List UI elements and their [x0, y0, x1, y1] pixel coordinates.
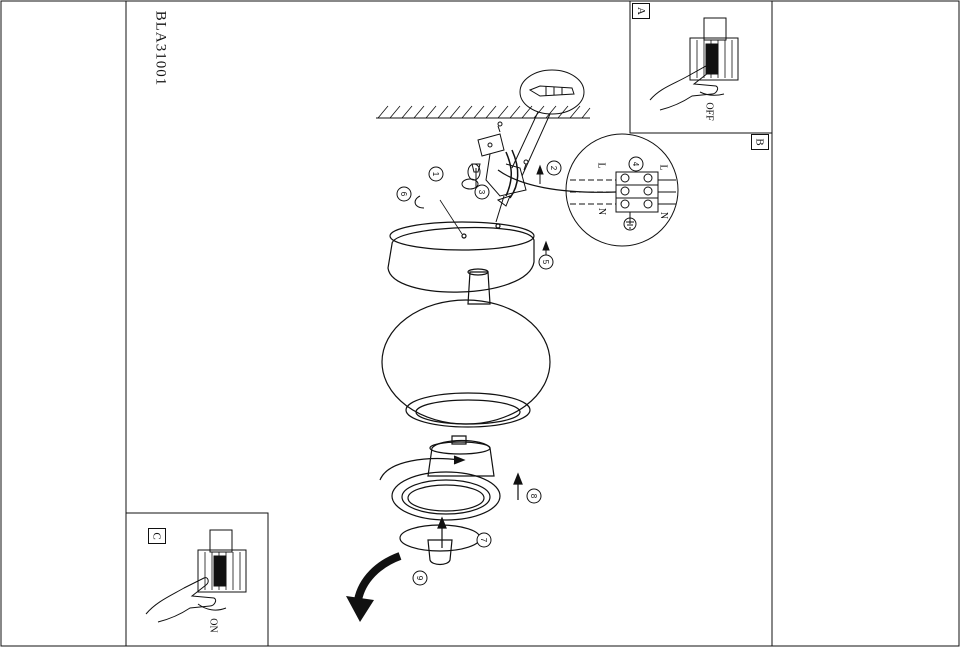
step-markers	[396, 156, 644, 586]
switch-off-label: OFF	[703, 102, 715, 121]
globe-shade	[381, 299, 551, 428]
panel-b-label: B	[751, 134, 769, 150]
step-2: 2	[549, 166, 558, 171]
panel-c-switch-on	[125, 512, 269, 647]
ceiling	[376, 105, 591, 119]
step-5: 5	[541, 260, 550, 265]
terminal-n-right-text: N	[658, 211, 670, 220]
gu10-lamp	[427, 435, 495, 477]
reflector-ring	[379, 455, 523, 521]
step-7: 7	[479, 538, 488, 543]
step-4: 4	[631, 162, 640, 167]
terminal-l-left: L	[595, 160, 607, 171]
panel-a-label: A	[632, 3, 650, 19]
removal-arrow	[346, 552, 402, 622]
panel-c-letter: C	[151, 532, 163, 540]
terminal-l-left-text: L	[595, 162, 607, 169]
panel-a-switch-off	[629, 0, 773, 134]
step-3: 3	[477, 190, 486, 195]
stem	[467, 268, 491, 305]
panel-a-letter: A	[634, 7, 647, 15]
wall-plug-callout	[511, 69, 585, 177]
terminal-n-right: N	[658, 210, 670, 221]
step-1: 1	[431, 172, 440, 177]
terminal-block-callout	[565, 133, 679, 247]
switch-on-label: ON	[207, 618, 219, 633]
cover-cap	[399, 516, 481, 566]
panel-c-label: C	[148, 528, 166, 544]
panel-b-letter: B	[754, 138, 766, 146]
terminal-l-right-text: L	[657, 164, 669, 171]
model-code: BLA31001	[152, 10, 169, 87]
step-8: 8	[529, 494, 538, 499]
step-9: 9	[415, 576, 424, 581]
mounting-bracket	[461, 121, 617, 223]
terminal-n-left-text: N	[596, 207, 608, 216]
step-6: 6	[399, 192, 408, 197]
canopy	[387, 199, 535, 293]
terminal-l-right: L	[657, 162, 669, 173]
terminal-n-left: N	[596, 206, 608, 217]
